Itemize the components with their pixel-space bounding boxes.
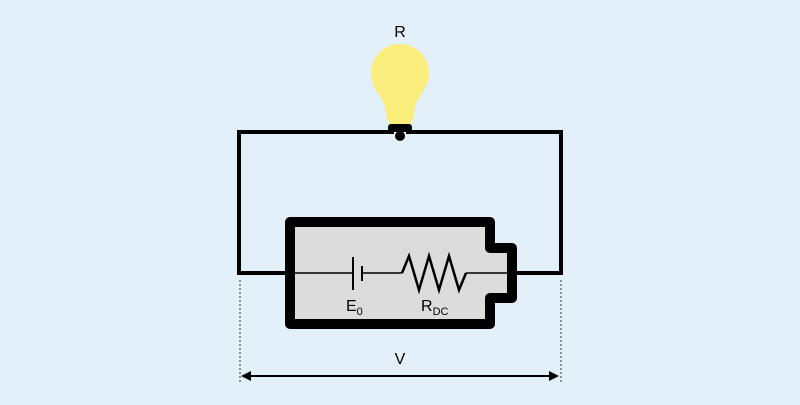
circuit-wire xyxy=(237,130,563,275)
bulb-contact xyxy=(395,131,405,141)
arrowhead-right-icon xyxy=(549,371,559,381)
arrowhead-left-icon xyxy=(241,371,251,381)
battery-internals xyxy=(290,251,512,295)
bulb-neck xyxy=(389,121,411,124)
resistor-symbol xyxy=(400,251,468,295)
lamp-label: R xyxy=(394,24,406,41)
resistor-label: RDC xyxy=(421,298,449,318)
voltage-arrow xyxy=(241,371,559,381)
bulb-glass xyxy=(371,44,429,121)
emf-label: E0 xyxy=(346,298,363,318)
voltage-label: V xyxy=(395,351,406,368)
light-bulb-icon xyxy=(371,44,429,141)
